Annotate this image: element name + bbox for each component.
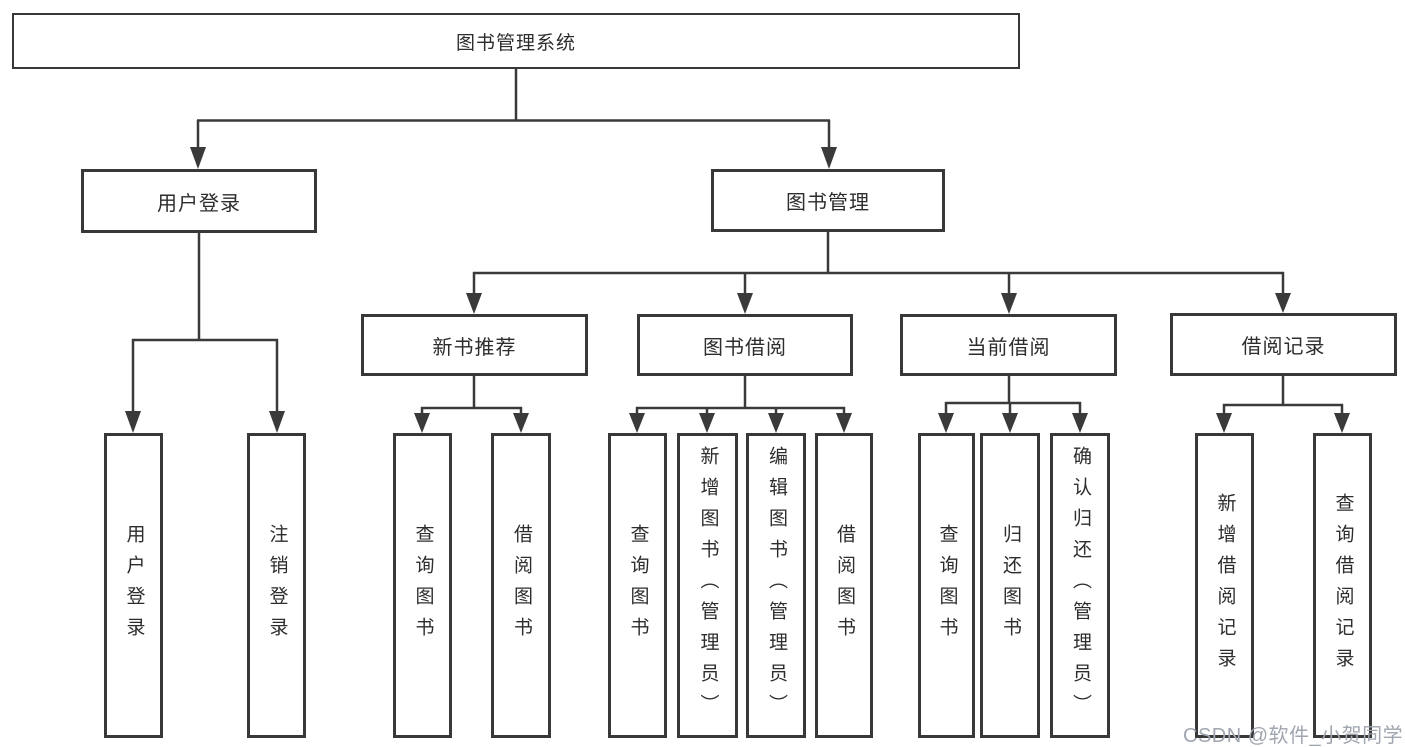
leaf-borrow-books-1: 借阅图书	[491, 433, 551, 738]
node-label: 查询借阅记录	[1332, 492, 1354, 679]
node-label: 图书借阅	[703, 336, 787, 359]
node-label: 当前借阅	[966, 336, 1051, 359]
leaf-query-books-3: 查询图书	[918, 433, 975, 738]
node-label: 用户登录	[157, 192, 241, 215]
leaf-return-books: 归还图书	[980, 433, 1040, 738]
node-label: 新增借阅记录	[1214, 492, 1236, 679]
node-label: 归还图书	[999, 523, 1021, 648]
node-book-management: 图书管理	[711, 169, 945, 232]
leaf-query-borrow-record: 查询借阅记录	[1313, 433, 1372, 738]
node-label: 查询图书	[936, 523, 958, 648]
leaf-user-login: 用户登录	[104, 433, 163, 738]
node-new-book-recommend: 新书推荐	[361, 314, 588, 376]
node-borrow-records: 借阅记录	[1170, 313, 1397, 376]
node-label: 查询图书	[627, 523, 649, 648]
node-label: 借阅图书	[833, 523, 855, 648]
node-label: 编辑图书（管理员）	[765, 446, 787, 725]
node-label: 图书管理系统	[455, 32, 576, 54]
connector-new-book-rec-children	[414, 376, 529, 433]
leaf-query-books-1: 查询图书	[393, 433, 452, 738]
leaf-confirm-return-admin: 确认归还（管理员）	[1050, 433, 1110, 738]
connector-borrow-records-children	[1216, 376, 1350, 433]
node-label: 确认归还（管理员）	[1069, 446, 1091, 725]
connector-user-login-children	[125, 233, 285, 433]
node-book-borrow: 图书借阅	[637, 314, 853, 376]
connector-book-borrow-children	[629, 376, 852, 433]
leaf-add-books-admin: 新增图书（管理员）	[677, 433, 738, 738]
leaf-edit-books-admin: 编辑图书（管理员）	[746, 433, 806, 738]
node-label: 注销登录	[266, 523, 288, 648]
node-label: 图书管理	[786, 192, 870, 214]
node-user-login: 用户登录	[81, 169, 317, 233]
node-label: 借阅记录	[1241, 336, 1326, 358]
node-label: 新书推荐	[432, 336, 517, 359]
connector-root-to-level2	[190, 69, 837, 169]
node-label: 借阅图书	[510, 523, 532, 648]
node-current-borrow: 当前借阅	[900, 314, 1117, 376]
node-label: 新增图书（管理员）	[697, 446, 719, 725]
node-root-library-system: 图书管理系统	[12, 13, 1020, 69]
leaf-query-books-2: 查询图书	[608, 433, 667, 738]
connector-book-mgmt-to-level3	[466, 232, 1291, 314]
csdn-watermark: CSDN @软件_小贺同学	[1183, 725, 1404, 747]
leaf-add-borrow-record: 新增借阅记录	[1195, 433, 1254, 738]
node-label: 用户登录	[123, 523, 145, 648]
leaf-logout: 注销登录	[247, 433, 306, 738]
connector-current-borrow-children	[938, 376, 1088, 433]
node-label: 查询图书	[412, 523, 434, 648]
leaf-borrow-books-2: 借阅图书	[815, 433, 873, 738]
